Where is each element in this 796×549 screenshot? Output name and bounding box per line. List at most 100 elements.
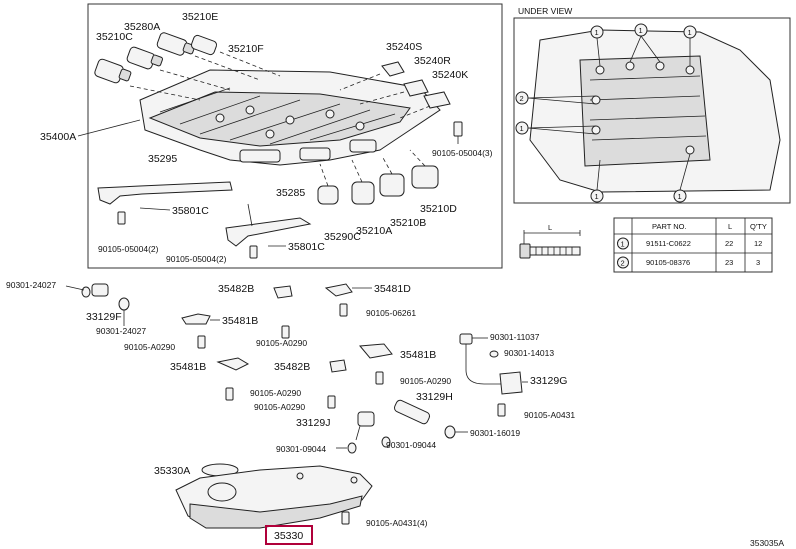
valve-body-assembly[interactable] [139, 69, 441, 166]
label-90301-09044-b: 90301-09044 [386, 440, 436, 450]
callout-1-top-a: 1 [590, 25, 604, 39]
pipe-33129G[interactable] [459, 333, 523, 395]
label-35481B-c: 35481B [400, 349, 436, 361]
label-90105-05004-2-b: 90105-05004(2) [166, 254, 227, 264]
plug-33129F[interactable] [81, 283, 130, 311]
svg-text:1: 1 [688, 28, 692, 37]
bolt-90105-A0290-b[interactable] [281, 325, 290, 339]
label-90301-16019: 90301-16019 [470, 428, 520, 438]
plate-35801C-left[interactable] [97, 181, 233, 205]
callout-1-bottom-a: 1 [590, 189, 604, 203]
table-header-part-no: PART NO. [652, 222, 687, 231]
oil-strainer-35330[interactable] [175, 465, 373, 529]
bolt-90105-A0290-d[interactable] [327, 395, 336, 409]
label-35280A: 35280A [124, 21, 160, 33]
drawing-id: 353035A [750, 538, 784, 548]
pipe-33129H[interactable] [393, 399, 456, 439]
svg-text:1: 1 [639, 26, 643, 35]
solenoid-35290C[interactable] [317, 185, 339, 205]
oring-90301-09044[interactable] [347, 442, 357, 454]
clamp-35482B-top[interactable] [273, 285, 293, 299]
label-35482B-b: 35482B [274, 361, 310, 373]
callout-2-left: 2 [515, 91, 529, 105]
clamp-35481B-top[interactable] [181, 313, 211, 325]
bolt-90105-A0290-c[interactable] [225, 387, 234, 401]
label-35210E: 35210E [182, 11, 218, 23]
solenoid-35280A[interactable] [126, 46, 164, 70]
label-35481B-a: 35481B [222, 315, 258, 327]
label-90105-A0290-d: 90105-A0290 [254, 402, 305, 412]
valve-body-frame [87, 3, 503, 269]
clamp-35481B-mid-right[interactable] [359, 343, 393, 359]
table-row-2-qty: 3 [756, 258, 760, 267]
label-35330[interactable]: 35330 [274, 530, 303, 542]
bolt-90105-A0431[interactable] [497, 403, 506, 417]
bolt-90105-05004-2-left[interactable] [117, 211, 126, 225]
label-90105-05004-2-a: 90105-05004(2) [98, 244, 159, 254]
part-35240K[interactable] [423, 91, 451, 109]
dimension-L: L [548, 223, 552, 232]
parts-table: PART NO. L Q'TY 1 91511-C0622 22 12 2 90… [613, 217, 773, 273]
solenoid-35210A[interactable] [351, 181, 375, 205]
highlight-box-35330 [265, 525, 313, 545]
bolt-dimension: L [519, 223, 581, 259]
table-row-2-ref: 2 [621, 259, 625, 268]
table-header-qty: Q'TY [750, 222, 767, 231]
svg-text:1: 1 [595, 192, 599, 201]
label-90105-A0290-c: 90105-A0290 [250, 388, 301, 398]
bolt-90105-A0290-a[interactable] [197, 335, 206, 349]
label-90301-24027-b: 90301-24027 [96, 326, 146, 336]
solenoid-35210B[interactable] [379, 173, 405, 197]
label-35240R: 35240R [414, 55, 451, 67]
label-35240K: 35240K [432, 69, 468, 81]
bolt-90105-06261[interactable] [339, 303, 348, 317]
solenoid-35210D[interactable] [411, 165, 439, 189]
label-90105-A0290-e: 90105-A0290 [400, 376, 451, 386]
table-row-1-qty: 12 [754, 239, 762, 248]
clamp-35481D[interactable] [324, 283, 353, 297]
part-35240R[interactable] [403, 79, 429, 97]
bolt-90105-A0431-4[interactable] [341, 511, 350, 525]
part-35240S[interactable] [381, 61, 405, 77]
table-header-l: L [728, 222, 732, 231]
svg-text:2: 2 [520, 94, 524, 103]
table-row-1-part-no: 91511-C0622 [646, 239, 691, 248]
svg-text:1: 1 [520, 124, 524, 133]
label-90105-05004-3: 90105-05004(3) [432, 148, 493, 158]
pipe-33129J[interactable] [355, 411, 391, 448]
plate-35801C-right[interactable] [225, 203, 312, 247]
label-90105-A0431-4: 90105-A0431(4) [366, 518, 428, 528]
bolt-90105-05004-2-right[interactable] [249, 245, 258, 259]
svg-text:1: 1 [595, 28, 599, 37]
bolt-90105-A0290-e[interactable] [375, 371, 384, 385]
callout-1-bottom-b: 1 [673, 189, 687, 203]
bolt-90105-05004-3[interactable] [453, 121, 463, 144]
label-33129J: 33129J [296, 417, 330, 429]
callout-1-left: 1 [515, 121, 529, 135]
label-35210C: 35210C [96, 31, 133, 43]
label-35330A: 35330A [154, 465, 190, 477]
label-90105-A0290-a: 90105-A0290 [124, 342, 175, 352]
label-33129F: 33129F [86, 311, 122, 323]
label-35210F: 35210F [228, 43, 264, 55]
label-33129H: 33129H [416, 391, 453, 403]
table-row-1-ref: 1 [621, 240, 625, 249]
clamp-35481B-mid-left[interactable] [216, 357, 250, 371]
label-35801C-b: 35801C [288, 241, 325, 253]
solenoid-35210E[interactable] [156, 32, 196, 57]
solenoid-35210F[interactable] [190, 34, 218, 56]
under-view-title: UNDER VIEW [518, 6, 572, 16]
solenoid-35210C[interactable] [94, 58, 132, 84]
label-90301-24027-a: 90301-24027 [6, 280, 56, 290]
label-35210A: 35210A [356, 225, 392, 237]
label-35481D: 35481D [374, 283, 411, 295]
clamp-35482B-mid[interactable] [329, 359, 347, 373]
table-row-1-l: 22 [725, 239, 733, 248]
label-35210D: 35210D [420, 203, 457, 215]
label-35400A: 35400A [40, 131, 76, 143]
label-90301-11037: 90301-11037 [490, 332, 540, 342]
label-35240S: 35240S [386, 41, 422, 53]
table-row-2-l: 23 [725, 258, 733, 267]
